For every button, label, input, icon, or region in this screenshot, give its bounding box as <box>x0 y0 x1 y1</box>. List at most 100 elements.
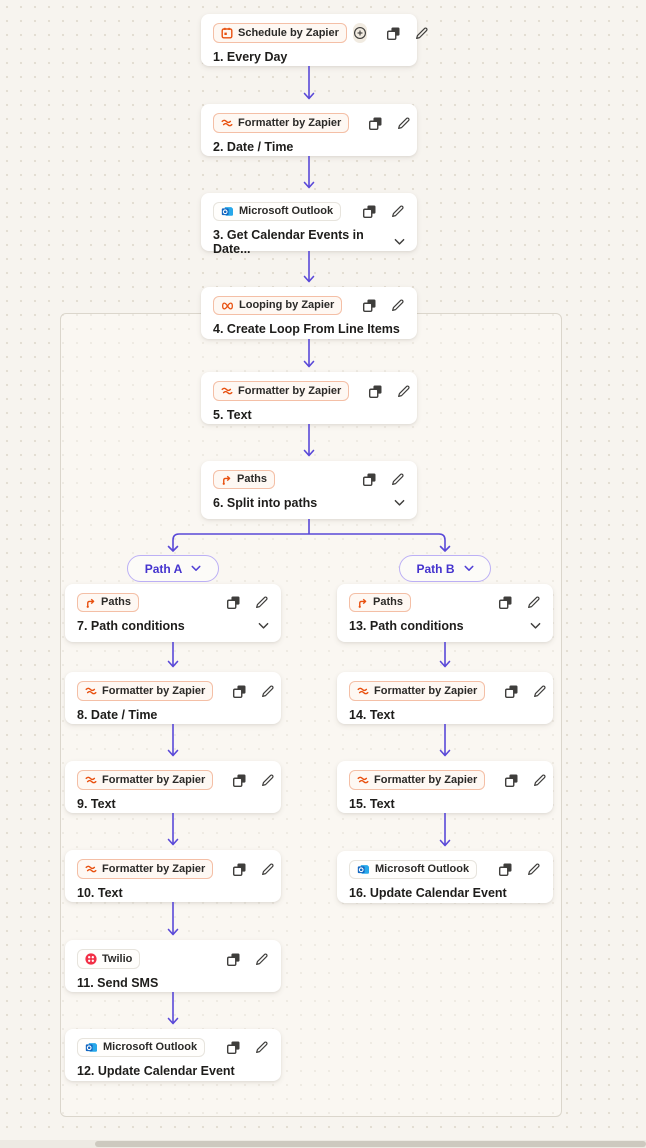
edit-pencil-icon[interactable] <box>254 952 269 967</box>
formatter-icon <box>85 685 97 697</box>
app-badge[interactable]: Formatter by Zapier <box>213 381 350 401</box>
step-title: 3. Get Calendar Events in Date... <box>213 228 364 256</box>
copy-icon[interactable] <box>386 26 401 41</box>
path-pill-label: Path B <box>416 561 455 576</box>
step-card-14[interactable]: Formatter by Zapier 14. Text <box>337 672 553 724</box>
copy-icon[interactable] <box>504 684 519 699</box>
step-title: 10. Text <box>77 886 123 900</box>
app-badge[interactable]: Paths <box>213 470 275 489</box>
step-title: 11. Send SMS <box>77 976 159 990</box>
copy-icon[interactable] <box>498 862 513 877</box>
step-card-4[interactable]: Looping by Zapier 4. Create Loop From Li… <box>201 287 417 339</box>
copy-icon[interactable] <box>362 204 377 219</box>
app-badge[interactable]: Schedule by Zapier <box>213 23 347 43</box>
app-name: Looping by Zapier <box>239 299 335 311</box>
step-title: 14. Text <box>349 708 395 722</box>
add-step-button[interactable] <box>352 23 367 43</box>
path-a-pill[interactable]: Path A <box>127 555 219 582</box>
app-badge[interactable]: Paths <box>77 593 139 612</box>
edit-pencil-icon[interactable] <box>390 298 405 313</box>
path-pill-label: Path A <box>144 561 183 576</box>
copy-icon[interactable] <box>362 472 377 487</box>
app-badge[interactable]: Formatter by Zapier <box>349 681 486 701</box>
copy-icon[interactable] <box>368 116 383 131</box>
step-card-5[interactable]: Formatter by Zapier 5. Text <box>201 372 417 424</box>
copy-icon[interactable] <box>498 595 513 610</box>
edit-pencil-icon[interactable] <box>254 595 269 610</box>
app-badge[interactable]: Formatter by Zapier <box>77 859 214 879</box>
formatter-icon <box>85 774 97 786</box>
edit-pencil-icon[interactable] <box>390 472 405 487</box>
path-b-pill[interactable]: Path B <box>399 555 491 582</box>
edit-pencil-icon[interactable] <box>260 684 275 699</box>
chevron-down-icon[interactable] <box>464 565 474 572</box>
app-name: Formatter by Zapier <box>238 384 342 397</box>
step-title: 15. Text <box>349 797 395 811</box>
app-badge[interactable]: Microsoft Outlook <box>349 860 478 879</box>
scrollbar-thumb[interactable] <box>95 1141 646 1147</box>
edit-pencil-icon[interactable] <box>260 773 275 788</box>
twilio-icon <box>85 953 97 965</box>
app-badge[interactable]: Microsoft Outlook <box>77 1038 206 1057</box>
app-badge[interactable]: Looping by Zapier <box>213 296 343 315</box>
edit-pencil-icon[interactable] <box>532 684 547 699</box>
chevron-down-icon[interactable] <box>394 238 405 246</box>
step-card-10[interactable]: Formatter by Zapier 10. Text <box>65 850 281 902</box>
step-card-8[interactable]: Formatter by Zapier 8. Date / Time <box>65 672 281 724</box>
step-card-2[interactable]: Formatter by Zapier 2. Date / Time <box>201 104 417 156</box>
step-card-9[interactable]: Formatter by Zapier 9. Text <box>65 761 281 813</box>
edit-pencil-icon[interactable] <box>396 116 411 131</box>
copy-icon[interactable] <box>504 773 519 788</box>
copy-icon[interactable] <box>362 298 377 313</box>
paths-icon <box>221 474 232 485</box>
app-name: Formatter by Zapier <box>374 773 478 786</box>
app-badge[interactable]: Paths <box>349 593 411 612</box>
app-badge[interactable]: Formatter by Zapier <box>213 113 350 133</box>
edit-pencil-icon[interactable] <box>390 204 405 219</box>
copy-icon[interactable] <box>226 595 241 610</box>
step-card-15[interactable]: Formatter by Zapier 15. Text <box>337 761 553 813</box>
step-card-16[interactable]: Microsoft Outlook 16. Update Calendar Ev… <box>337 851 553 903</box>
step-card-6[interactable]: Paths 6. Split into paths <box>201 461 417 519</box>
app-name: Formatter by Zapier <box>102 684 206 697</box>
chevron-down-icon[interactable] <box>394 499 405 507</box>
copy-icon[interactable] <box>368 384 383 399</box>
app-badge[interactable]: Microsoft Outlook <box>213 202 342 221</box>
step-card-7[interactable]: Paths 7. Path conditions <box>65 584 281 642</box>
app-name: Schedule by Zapier <box>238 26 339 39</box>
connector-arrow <box>303 156 315 189</box>
app-badge[interactable]: Formatter by Zapier <box>77 681 214 701</box>
step-card-3[interactable]: Microsoft Outlook 3. Get Calendar Events… <box>201 193 417 256</box>
chevron-down-icon[interactable] <box>191 565 201 572</box>
copy-icon[interactable] <box>232 684 247 699</box>
step-card-12[interactable]: Microsoft Outlook 12. Update Calendar Ev… <box>65 1029 281 1081</box>
edit-pencil-icon[interactable] <box>526 862 541 877</box>
app-name: Formatter by Zapier <box>238 116 342 129</box>
paths-icon <box>357 597 368 608</box>
edit-pencil-icon[interactable] <box>532 773 547 788</box>
step-title: 8. Date / Time <box>77 708 158 722</box>
step-card-1[interactable]: Schedule by Zapier 1. Every Day <box>201 14 428 66</box>
paths-icon <box>85 597 96 608</box>
schedule-icon <box>221 27 233 39</box>
formatter-icon <box>221 117 233 129</box>
edit-pencil-icon[interactable] <box>414 26 429 41</box>
edit-pencil-icon[interactable] <box>260 862 275 877</box>
copy-icon[interactable] <box>232 773 247 788</box>
chevron-down-icon[interactable] <box>530 622 541 630</box>
app-badge[interactable]: Formatter by Zapier <box>349 770 486 790</box>
app-badge[interactable]: Formatter by Zapier <box>77 770 214 790</box>
edit-pencil-icon[interactable] <box>526 595 541 610</box>
edit-pencil-icon[interactable] <box>396 384 411 399</box>
copy-icon[interactable] <box>232 862 247 877</box>
app-badge[interactable]: Twilio <box>77 949 141 969</box>
step-card-11[interactable]: Twilio 11. Send SMS <box>65 940 281 992</box>
horizontal-scrollbar[interactable] <box>0 1140 646 1148</box>
copy-icon[interactable] <box>226 1040 241 1055</box>
chevron-down-icon[interactable] <box>258 622 269 630</box>
edit-pencil-icon[interactable] <box>254 1040 269 1055</box>
connector-arrow <box>303 66 315 100</box>
copy-icon[interactable] <box>226 952 241 967</box>
step-card-13[interactable]: Paths 13. Path conditions <box>337 584 553 642</box>
